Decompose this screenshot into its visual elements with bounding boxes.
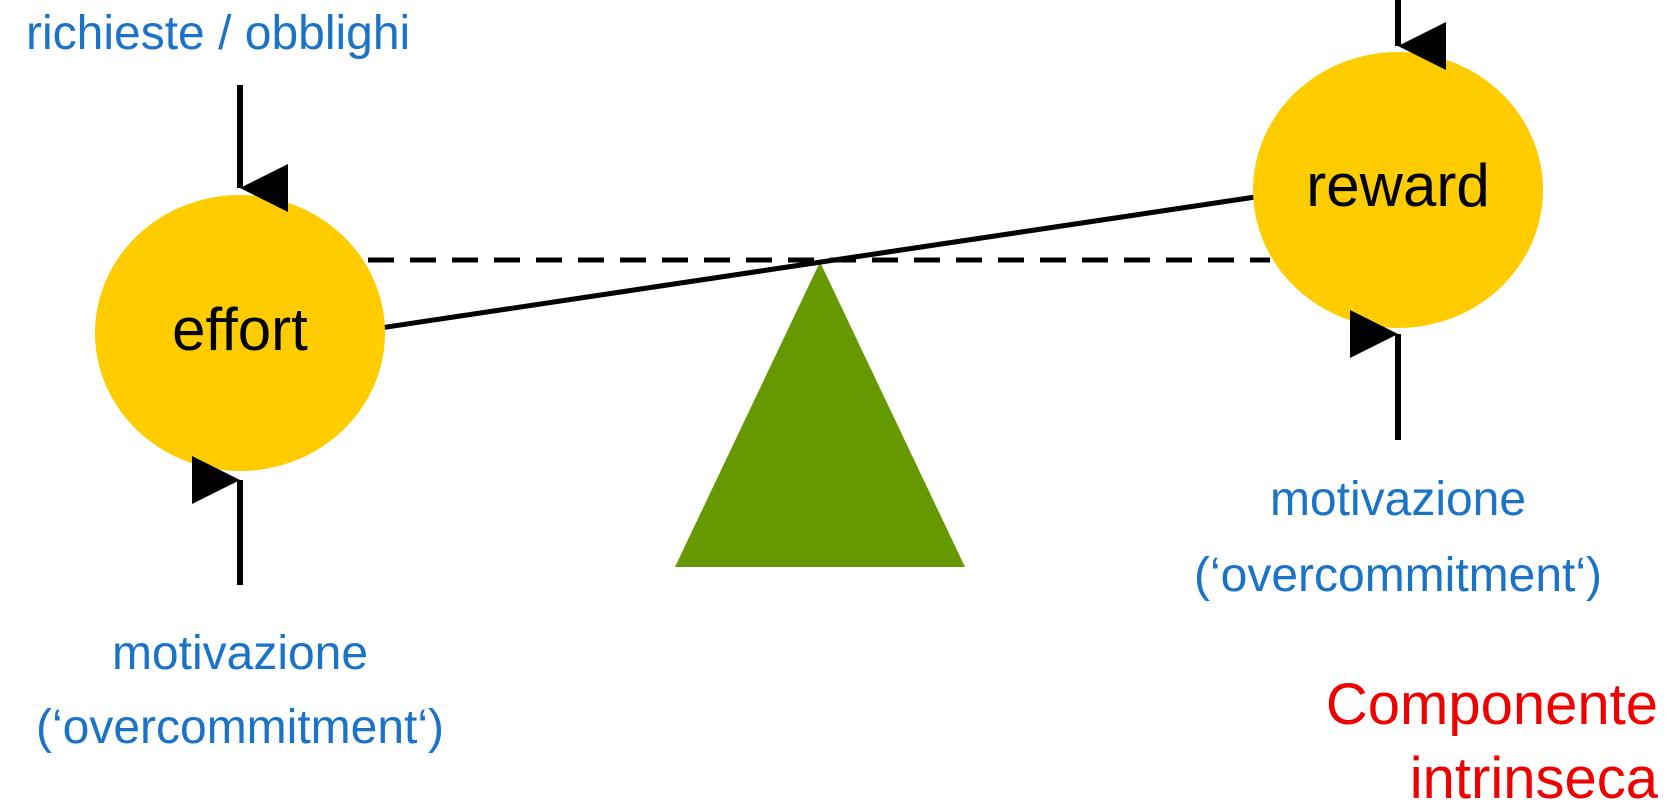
motivation-right-line2: (‘overcommitment‘) <box>1193 549 1603 602</box>
balance-beam <box>379 193 1263 331</box>
fulcrum-triangle <box>675 262 965 567</box>
motivation-left-line1: motivazione <box>111 627 369 680</box>
reward-circle <box>1253 52 1543 328</box>
demands-label: richieste / obblighi <box>26 7 411 60</box>
motivation-right-line1: motivazione <box>1269 473 1527 526</box>
effort-label: effort <box>172 296 308 363</box>
effort-circle <box>95 195 385 471</box>
component-label-line1: Componente <box>1325 672 1658 737</box>
reward-label: reward <box>1306 152 1490 219</box>
component-label-line2: intrinseca <box>1409 746 1658 803</box>
motivation-left-line2: (‘overcommitment‘) <box>35 701 445 754</box>
